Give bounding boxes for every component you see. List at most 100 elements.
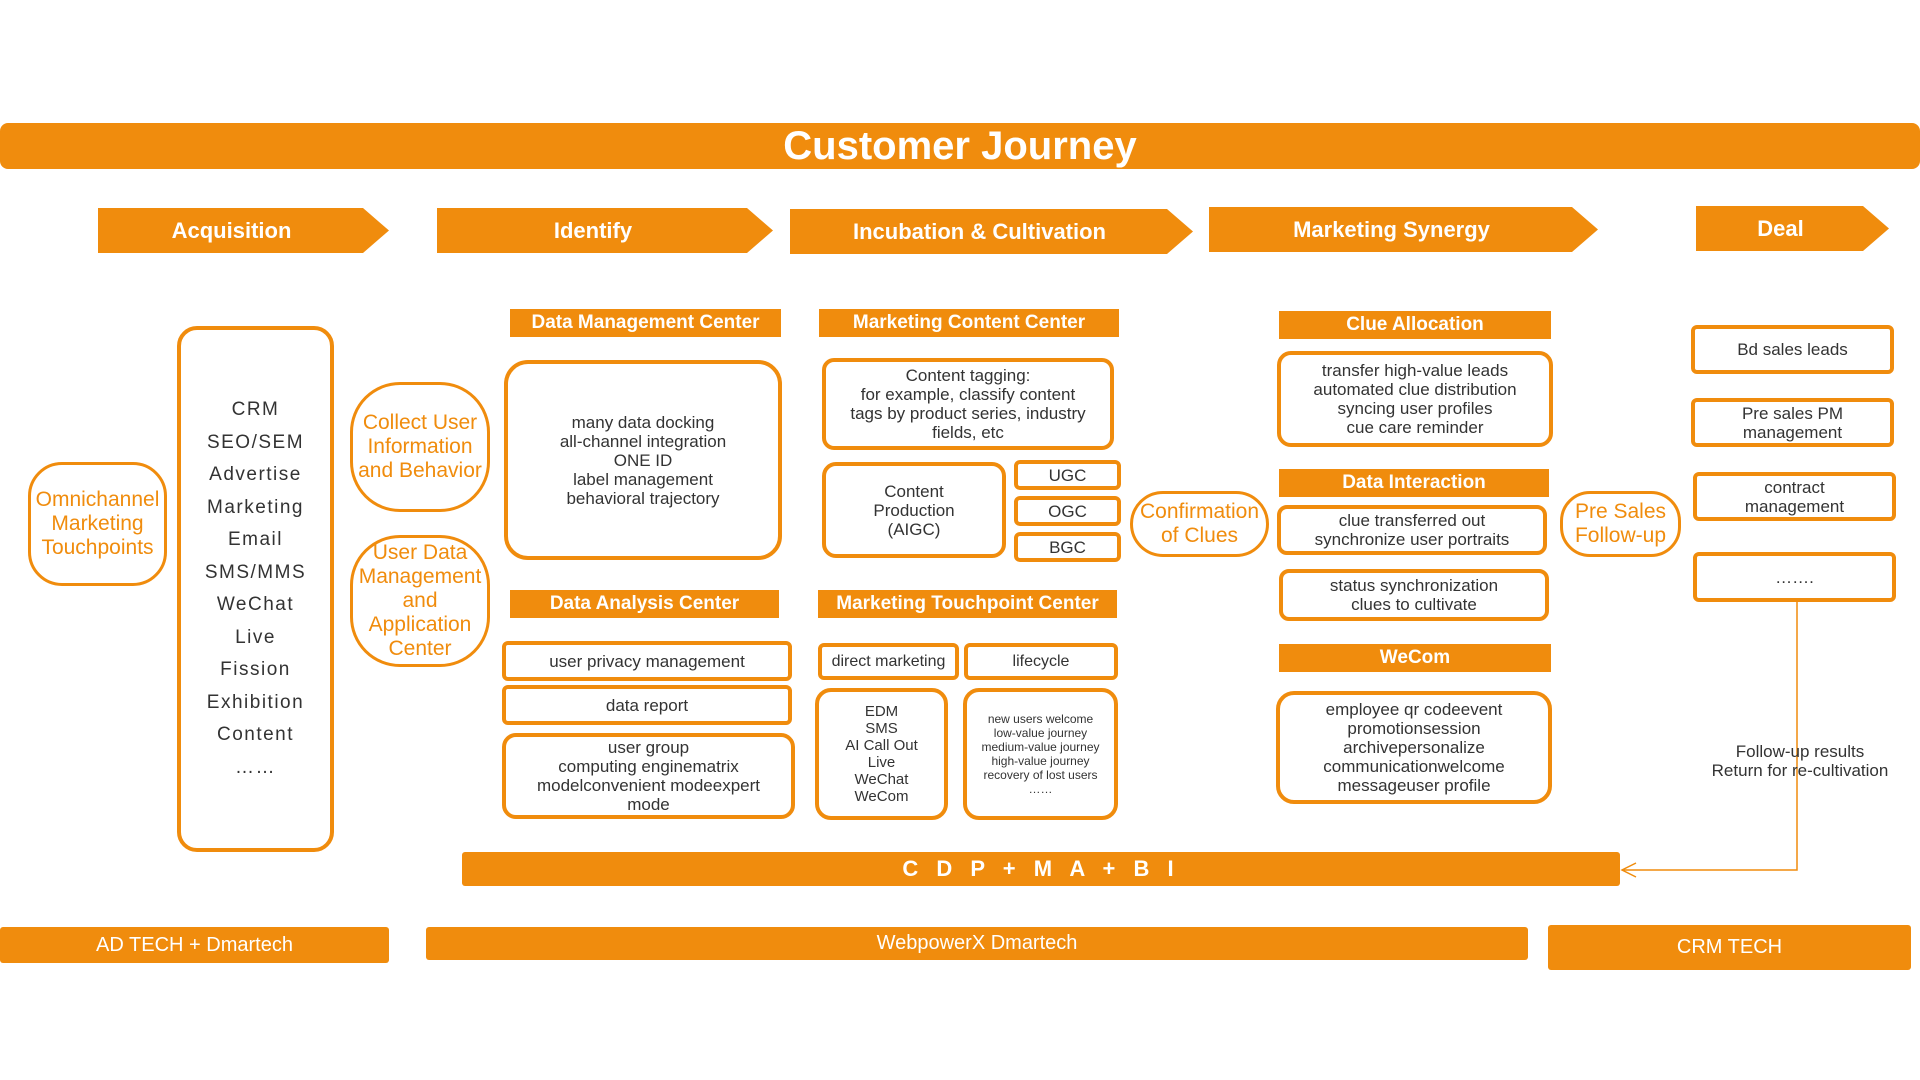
- stage-incubation: Incubation & Cultivation: [790, 209, 1193, 254]
- box-line: management: [1742, 422, 1843, 442]
- list-item: Fission: [220, 659, 291, 680]
- list-item: ……: [235, 756, 276, 778]
- box-line: behavioral trajectory: [566, 488, 720, 508]
- oval-line: of Clues: [1160, 524, 1239, 547]
- oval-line: Application: [368, 613, 472, 636]
- list-item: SEO/SEM: [206, 431, 305, 453]
- oval-line: Omnichannel: [35, 488, 160, 511]
- box-line: cue care reminder: [1346, 418, 1484, 437]
- box-line: EDM: [864, 703, 899, 720]
- privacy-management-box: user privacy management: [502, 641, 792, 681]
- data-report-box: data report: [502, 685, 792, 725]
- box-line: automated clue distribution: [1313, 380, 1517, 399]
- customer-journey-title: Customer Journey: [0, 123, 1920, 169]
- confirmation-clues-oval: Confirmation of Clues: [1130, 491, 1269, 557]
- presales-followup-oval: Pre Sales Follow-up: [1560, 491, 1681, 557]
- cdp-ma-bi-bar: C D P + M A + B I: [462, 852, 1620, 886]
- list-item: WeChat: [216, 594, 295, 615]
- note-line: Return for re-cultivation: [1711, 761, 1889, 780]
- box-line: label management: [573, 469, 713, 489]
- clue-allocation-box: transfer high-value leads automated clue…: [1277, 351, 1553, 447]
- clue-allocation-header: Clue Allocation: [1279, 311, 1551, 339]
- box-line: communicationwelcome: [1323, 757, 1505, 776]
- content-tagging-box: Content tagging: for example, classify c…: [822, 358, 1114, 450]
- oval-line: and Behavior: [358, 459, 482, 482]
- adtech-bar: AD TECH + Dmartech: [0, 927, 389, 963]
- list-item: Marketing: [207, 496, 304, 518]
- box-line: transfer high-value leads: [1321, 361, 1509, 380]
- list-item: Advertise: [209, 464, 302, 485]
- box-line: Live: [867, 754, 896, 771]
- oval-line: Marketing: [51, 512, 144, 535]
- user-group-box: user group computing enginematrix modelc…: [502, 733, 795, 819]
- followup-note: Follow-up results Return for re-cultivat…: [1690, 742, 1910, 780]
- box-line: Content: [884, 481, 944, 501]
- ugc-box: UGC: [1014, 460, 1121, 490]
- webpowerx-bar: WebpowerX Dmartech: [426, 927, 1528, 960]
- box-line: clue transferred out: [1338, 511, 1486, 530]
- box-line: archivepersonalize: [1343, 738, 1485, 757]
- box-line: high-value journey: [991, 754, 1090, 768]
- box-line: ONE ID: [613, 450, 673, 470]
- box-line: user group: [607, 738, 690, 757]
- box-line: SMS: [865, 720, 898, 737]
- list-item: Email: [227, 529, 283, 550]
- box-line: fields, etc: [932, 423, 1004, 442]
- box-line: Production: [873, 500, 955, 520]
- data-interaction-box-2: status synchronization clues to cultivat…: [1279, 569, 1549, 621]
- deal-item-more: …….: [1693, 552, 1896, 602]
- box-line: all-channel integration: [559, 431, 727, 451]
- omnichannel-touchpoints-oval: Omnichannel Marketing Touchpoints: [28, 462, 167, 586]
- list-item: Exhibition: [206, 691, 305, 713]
- data-interaction-header: Data Interaction: [1279, 469, 1549, 497]
- box-line: medium-value journey: [981, 740, 1100, 754]
- ogc-box: OGC: [1014, 496, 1121, 526]
- box-line: management: [1744, 496, 1845, 516]
- box-line: synchronize user portraits: [1314, 530, 1510, 549]
- box-line: low-value journey: [993, 726, 1088, 740]
- box-line: tags by product series, industry: [850, 404, 1086, 423]
- box-line: contract: [1764, 477, 1825, 497]
- stage-acquisition: Acquisition: [98, 208, 389, 253]
- box-line: many data docking: [571, 412, 715, 432]
- box-line: status synchronization: [1329, 576, 1499, 595]
- oval-line: Center: [388, 637, 452, 660]
- box-line: Bd sales leads: [1737, 340, 1848, 359]
- box-line: AI Call Out: [845, 737, 918, 754]
- note-line: Follow-up results: [1735, 742, 1865, 761]
- deal-item-contract: contract management: [1693, 472, 1896, 521]
- stage-marketing-synergy: Marketing Synergy: [1209, 207, 1598, 252]
- wecom-box: employee qr codeevent promotionsession a…: [1276, 691, 1552, 804]
- box-line: …….: [1775, 567, 1814, 587]
- touchpoint-center-header: Marketing Touchpoint Center: [818, 590, 1117, 618]
- box-line: Pre sales PM: [1741, 403, 1844, 423]
- collect-user-oval: Collect User Information and Behavior: [350, 382, 490, 512]
- oval-line: User Data: [372, 541, 468, 564]
- deal-item-presales-pm: Pre sales PM management: [1691, 398, 1894, 447]
- box-line: WeChat: [854, 771, 909, 788]
- oval-line: Pre Sales: [1574, 500, 1667, 523]
- stage-identify: Identify: [437, 208, 773, 253]
- list-item: SMS/MMS: [204, 561, 307, 583]
- box-line: computing enginematrix: [558, 757, 739, 776]
- stage-deal: Deal: [1696, 206, 1889, 251]
- oval-line: and: [402, 589, 438, 612]
- wecom-header: WeCom: [1279, 644, 1551, 672]
- box-line: WeCom: [854, 788, 909, 805]
- data-management-header: Data Management Center: [510, 309, 781, 337]
- channels-box: EDM SMS AI Call Out Live WeChat WeCom: [815, 688, 948, 820]
- box-line: messageuser profile: [1337, 776, 1491, 795]
- oval-line: Management: [358, 565, 482, 588]
- user-data-management-oval: User Data Management and Application Cen…: [350, 535, 490, 667]
- direct-marketing-box: direct marketing: [818, 643, 959, 680]
- oval-line: Information: [367, 435, 473, 458]
- oval-line: Confirmation: [1139, 500, 1260, 523]
- data-management-box: many data docking all-channel integratio…: [504, 360, 782, 560]
- box-line: recovery of lost users: [983, 768, 1098, 782]
- crm-tech-bar: CRM TECH: [1548, 925, 1911, 970]
- journeys-box: new users welcome low-value journey medi…: [963, 688, 1118, 820]
- box-line: modelconvenient modeexpert: [536, 776, 761, 795]
- box-line: Content tagging:: [905, 366, 1031, 385]
- data-interaction-box-1: clue transferred out synchronize user po…: [1277, 505, 1547, 555]
- box-line: syncing user profiles: [1337, 399, 1493, 418]
